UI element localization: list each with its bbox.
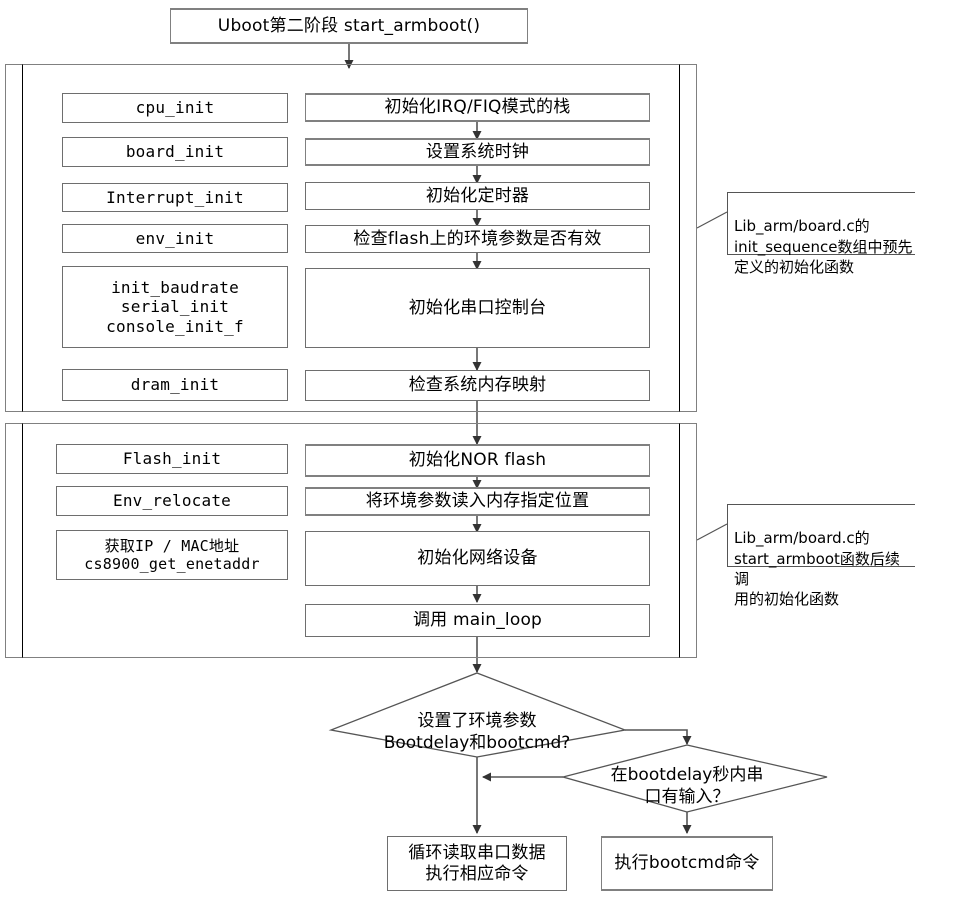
func-box-interrupt-init[interactable]: Interrupt_init: [62, 183, 288, 212]
action-box-init-network-device[interactable]: 初始化网络设备: [305, 531, 650, 586]
callout-leader-1: [696, 211, 728, 229]
action-box-init-irq-fiq-stack[interactable]: 初始化IRQ/FIQ模式的栈: [305, 93, 650, 122]
action-box-init-nor-flash[interactable]: 初始化NOR flash: [305, 444, 650, 477]
func-box-cpu-init[interactable]: cpu_init: [62, 93, 288, 123]
action-box-label: 初始化网络设备: [417, 548, 538, 569]
action-box-check-flash-env[interactable]: 检查flash上的环境参数是否有效: [305, 225, 650, 253]
decision-label-text: 在bootdelay秒内串 口有输入？: [610, 765, 764, 807]
terminal-box-label: 循环读取串口数据 执行相应命令: [408, 842, 546, 884]
func-box-label: dram_init: [130, 375, 220, 395]
func-box-label: 获取IP / MAC地址 cs8900_get_enetaddr: [84, 536, 260, 573]
callout-text: Lib_arm/board.c的 init_sequence数组中预先 定义的初…: [734, 217, 913, 276]
callout-start-armboot: Lib_arm/board.c的 start_armboot函数后续调 用的初始…: [727, 504, 915, 608]
action-box-label: 检查flash上的环境参数是否有效: [353, 228, 602, 249]
group-init-sequence-inner: [22, 64, 680, 412]
func-box-label: cpu_init: [135, 98, 215, 118]
action-box-label: 初始化定时器: [425, 185, 530, 206]
func-box-board-init[interactable]: board_init: [62, 137, 288, 167]
func-box-label: board_init: [125, 142, 225, 162]
func-box-baudrate-serial-console[interactable]: init_baudrate serial_init console_init_f: [62, 266, 288, 348]
decision-label-bootdelay-bootcmd: 设置了环境参数 Bootdelay和bootcmd?: [357, 690, 597, 754]
action-box-label: 将环境参数读入内存指定位置: [365, 491, 590, 512]
func-box-flash-init[interactable]: Flash_init: [56, 444, 288, 474]
group-start-armboot-inner: [22, 423, 680, 658]
action-box-label: 初始化NOR flash: [408, 450, 547, 471]
func-box-label: init_baudrate serial_init console_init_f: [106, 277, 244, 336]
action-box-label: 初始化串口控制台: [408, 297, 547, 318]
callout-leader-2: [696, 523, 728, 541]
action-box-call-main-loop[interactable]: 调用 main_loop: [305, 604, 650, 637]
action-box-check-memory-map[interactable]: 检查系统内存映射: [305, 370, 650, 401]
action-box-set-system-clock[interactable]: 设置系统时钟: [305, 138, 650, 166]
start-node-label: Uboot第二阶段 start_armboot(): [217, 15, 481, 36]
start-node-start-armboot[interactable]: Uboot第二阶段 start_armboot(): [170, 8, 528, 44]
action-box-label: 检查系统内存映射: [408, 375, 547, 396]
callout-init-sequence: Lib_arm/board.c的 init_sequence数组中预先 定义的初…: [727, 192, 915, 276]
terminal-box-exec-bootcmd[interactable]: 执行bootcmd命令: [601, 836, 773, 891]
func-box-dram-init[interactable]: dram_init: [62, 369, 288, 401]
func-box-cs8900-get-enetaddr[interactable]: 获取IP / MAC地址 cs8900_get_enetaddr: [56, 530, 288, 580]
action-box-init-timer[interactable]: 初始化定时器: [305, 182, 650, 210]
action-box-init-serial-console[interactable]: 初始化串口控制台: [305, 268, 650, 348]
decision-label-serial-input: 在bootdelay秒内串 口有输入？: [577, 744, 797, 808]
action-box-read-env-to-memory[interactable]: 将环境参数读入内存指定位置: [305, 487, 650, 516]
func-box-label: Env_relocate: [113, 491, 231, 511]
callout-text: Lib_arm/board.c的 start_armboot函数后续调 用的初始…: [734, 529, 900, 608]
func-box-label: env_init: [135, 228, 215, 248]
func-box-env-init[interactable]: env_init: [62, 224, 288, 253]
terminal-box-label: 执行bootcmd命令: [614, 853, 760, 874]
func-box-env-relocate[interactable]: Env_relocate: [56, 486, 288, 516]
action-box-label: 初始化IRQ/FIQ模式的栈: [384, 97, 571, 118]
func-box-label: Interrupt_init: [106, 187, 244, 207]
terminal-box-loop-serial-commands[interactable]: 循环读取串口数据 执行相应命令: [387, 836, 567, 891]
action-box-label: 设置系统时钟: [425, 141, 530, 162]
func-box-label: Flash_init: [122, 449, 222, 469]
decision-label-text: 设置了环境参数 Bootdelay和bootcmd?: [383, 711, 571, 753]
action-box-label: 调用 main_loop: [412, 610, 543, 631]
